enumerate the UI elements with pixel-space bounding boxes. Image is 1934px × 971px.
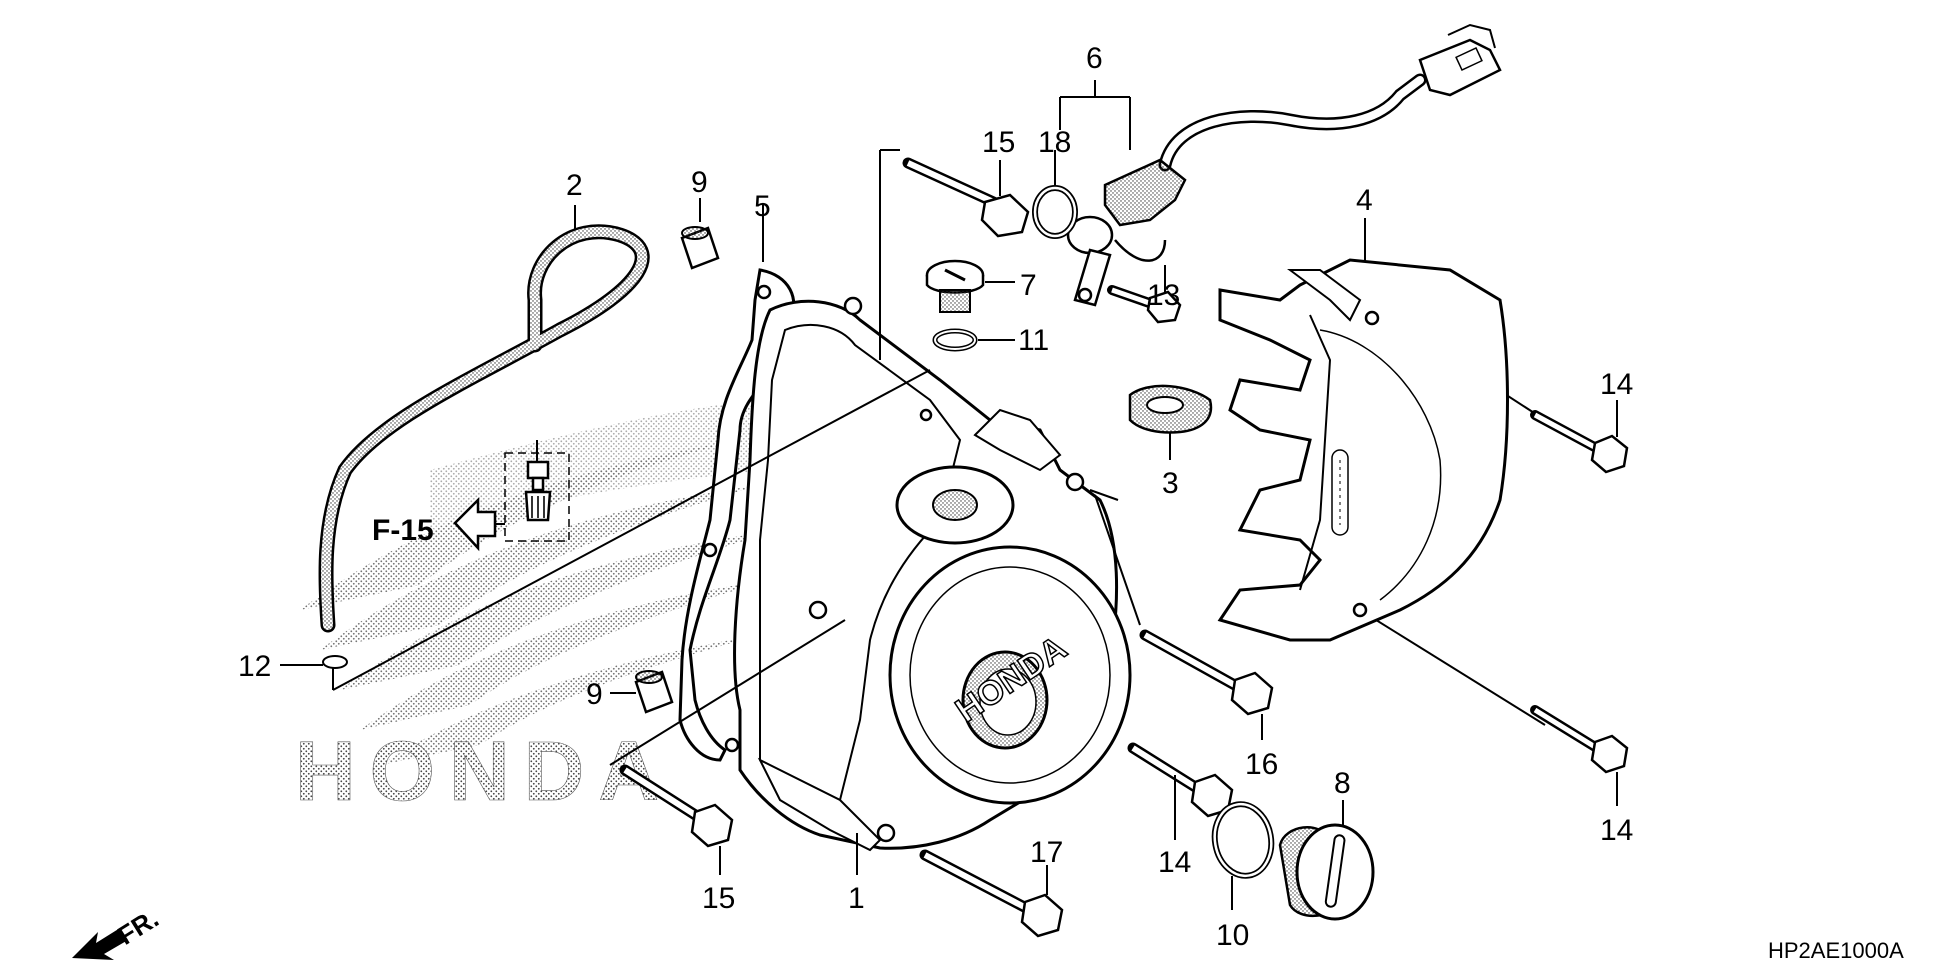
reference-tag-text: F-15 — [372, 514, 434, 547]
washer-11 — [932, 328, 1015, 352]
sensor-wire-harness — [1066, 23, 1502, 307]
callout-8: 8 — [1334, 767, 1351, 800]
callout-7: 7 — [1020, 269, 1037, 302]
callout-9-lower: 9 — [586, 678, 603, 711]
bolt-13 — [1107, 265, 1182, 324]
callout-2: 2 — [566, 169, 583, 202]
bolt-16 — [1139, 629, 1274, 740]
breather-fitting-inset — [504, 440, 570, 542]
plug-7 — [925, 259, 1015, 313]
callout-10: 10 — [1216, 919, 1249, 952]
grommet-3 — [1128, 384, 1213, 460]
callout-9-upper: 9 — [691, 166, 708, 199]
callout-14-middle: 14 — [1158, 846, 1191, 879]
catalog-code: HP2AE1000A — [1768, 938, 1904, 963]
callout-12: 12 — [238, 650, 271, 683]
callout-11: 11 — [1018, 324, 1049, 357]
callout-4: 4 — [1356, 184, 1373, 217]
callout-15-upper: 15 — [982, 126, 1015, 159]
left-crankcase-cover: HONDA — [733, 296, 1132, 852]
callout-1: 1 — [848, 882, 865, 915]
o-ring-10 — [1211, 801, 1275, 910]
callout-6: 6 — [1086, 42, 1103, 75]
callout-17: 17 — [1030, 836, 1063, 869]
breather-hose — [318, 224, 650, 633]
bolt-17 — [919, 849, 1064, 938]
dowel-pin-9-lower — [610, 670, 674, 714]
dowel-pin-9-upper — [680, 198, 720, 270]
bolt-14-upper — [1530, 400, 1629, 474]
callout-3: 3 — [1162, 467, 1179, 500]
callout-6-bracket — [1059, 80, 1131, 150]
bolt-14-lower — [1530, 705, 1629, 806]
watermark-honda-text: HONDA — [295, 724, 673, 818]
bolt-14-middle — [1127, 742, 1234, 840]
cap-8 — [1278, 800, 1375, 921]
honda-wing-watermark — [300, 400, 780, 765]
callout-14-lower: 14 — [1600, 814, 1633, 847]
bolt-15-lower — [619, 764, 734, 875]
outer-protector-cover — [1217, 258, 1509, 642]
front-direction-arrow: FR. — [72, 903, 164, 960]
bolt-15-upper — [902, 157, 1030, 238]
callout-15-lower: 15 — [702, 882, 735, 915]
callout-14-upper: 14 — [1600, 368, 1633, 401]
callout-18: 18 — [1038, 126, 1071, 159]
callout-16: 16 — [1245, 748, 1278, 781]
callout-13: 13 — [1147, 279, 1180, 312]
o-ring-18 — [1032, 150, 1078, 239]
clip-12 — [280, 655, 348, 669]
reference-arrow-f15: F-15 — [372, 496, 505, 552]
callout-5: 5 — [754, 190, 771, 223]
